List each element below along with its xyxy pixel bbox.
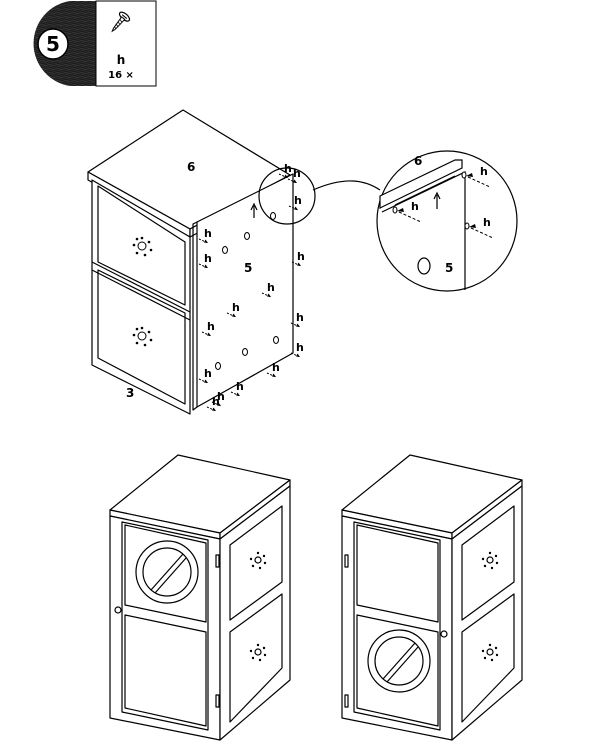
screw-marker: h xyxy=(201,320,215,337)
vent-holes xyxy=(249,643,267,662)
porthole-door-bottom xyxy=(341,454,523,741)
screw-label: h xyxy=(296,341,304,354)
detail-view xyxy=(250,150,518,292)
cabinet-exploded xyxy=(87,109,381,415)
screw-marker: h xyxy=(206,395,220,412)
vent-holes-lower xyxy=(132,326,153,347)
detail-screw: h xyxy=(392,200,422,223)
door-knob xyxy=(114,606,122,614)
part-quantity: 16 × xyxy=(108,70,134,81)
vent-holes-upper xyxy=(132,236,153,257)
label-top-panel: 6 xyxy=(187,160,195,174)
screw-marker: h xyxy=(198,367,212,384)
screw-label: h xyxy=(294,194,302,207)
screw-label: h xyxy=(293,167,301,180)
screw-label: h xyxy=(272,361,280,374)
screw-marker: h xyxy=(278,162,292,179)
porthole-door-top xyxy=(109,454,291,741)
label-base-panel: 3 xyxy=(126,386,134,400)
vent-holes xyxy=(481,643,499,662)
porthole-window xyxy=(135,540,199,604)
screw-marker: h xyxy=(261,281,275,298)
label-detail-side: 5 xyxy=(445,261,453,275)
detail-screws: h h h xyxy=(392,165,494,239)
screw-label: h xyxy=(204,227,212,240)
door-knob xyxy=(440,630,448,638)
screw-marker: h xyxy=(290,311,304,328)
vent-holes xyxy=(481,551,499,570)
step-number: 5 xyxy=(46,32,60,56)
screw-marker: h xyxy=(211,390,225,407)
screw-label: h xyxy=(296,311,304,324)
detail-screw: h xyxy=(461,165,491,188)
screw-marker: h xyxy=(266,361,280,378)
final-views xyxy=(109,454,523,741)
screw-marker: h xyxy=(230,380,244,397)
detail-callout-circle xyxy=(258,167,316,225)
screw-label: h xyxy=(212,395,220,408)
label-detail-top: 6 xyxy=(414,154,422,168)
screw-marker: h xyxy=(291,250,305,267)
screw-label: h xyxy=(297,250,305,263)
screw-label: h xyxy=(284,162,292,175)
screw-label: h xyxy=(204,252,212,265)
screw-marker: h xyxy=(288,194,302,211)
detail-screw-label: h xyxy=(483,216,491,229)
screw-marker: h xyxy=(198,227,212,244)
hinge xyxy=(215,554,220,568)
front-frame xyxy=(91,179,191,415)
hinge xyxy=(344,554,349,568)
screw-marker: h xyxy=(287,167,301,184)
screw-label: h xyxy=(204,367,212,380)
porthole-window xyxy=(367,629,431,693)
label-side-panel: 5 xyxy=(244,261,252,275)
detail-screw: h xyxy=(464,216,494,239)
side-panel xyxy=(196,173,294,408)
screw-label: h xyxy=(207,320,215,333)
screw-marker: h xyxy=(290,341,304,358)
screw-marker: h xyxy=(198,252,212,269)
vent-holes xyxy=(249,551,267,570)
screw-label: h xyxy=(217,390,225,403)
detail-hole xyxy=(417,257,431,275)
parts-box: h 16 × xyxy=(95,0,157,87)
step-badge: 5 xyxy=(33,1,96,86)
hinge xyxy=(215,694,220,708)
part-letter: h xyxy=(117,53,126,67)
screw-icon xyxy=(111,11,131,33)
hinge xyxy=(344,694,349,708)
screw-label: h xyxy=(236,380,244,393)
detail-screw-label: h xyxy=(411,200,419,213)
screw-marker: h xyxy=(226,301,240,318)
detail-screw-label: h xyxy=(480,165,488,178)
side-panel-holes xyxy=(215,212,279,370)
screw-label: h xyxy=(267,281,275,294)
screw-label: h xyxy=(232,301,240,314)
